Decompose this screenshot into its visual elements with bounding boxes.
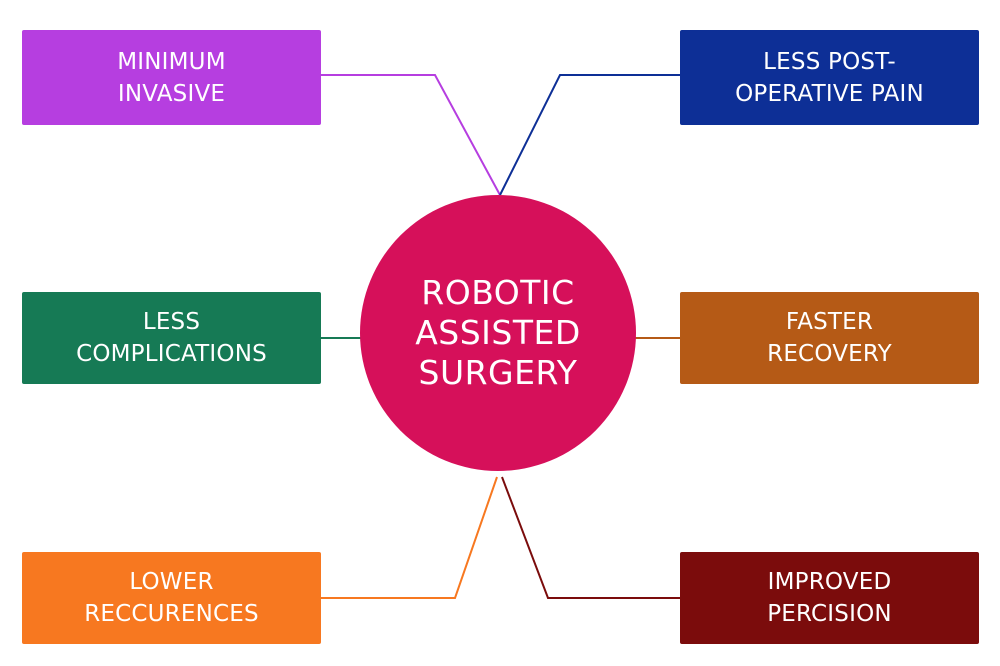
benefit-label: LOWER RECCURENCES [84,569,259,627]
connector-minimum-invasive [321,74,501,196]
benefit-label: LESS COMPLICATIONS [76,309,267,367]
benefit-label: LESS POST- OPERATIVE PAIN [735,48,924,107]
benefit-label: IMPROVED PERCISION [767,569,892,627]
benefit-label: MINIMUM INVASIVE [117,48,226,107]
connector-less-pain [499,74,680,196]
central-topic-label: ROBOTIC ASSISTED SURGERY [415,273,581,392]
connector-lower-recurrences [321,476,498,599]
benefit-label: FASTER RECOVERY [767,309,892,367]
benefit-box-less-post-operative-pain: LESS POST- OPERATIVE PAIN [680,30,979,125]
benefit-box-improved-precision: IMPROVED PERCISION [680,552,979,644]
connector-improved-precision [501,476,680,599]
benefit-box-faster-recovery: FASTER RECOVERY [680,292,979,384]
benefit-box-minimum-invasive: MINIMUM INVASIVE [22,30,321,125]
central-topic-circle: ROBOTIC ASSISTED SURGERY [360,195,636,471]
benefit-box-less-complications: LESS COMPLICATIONS [22,292,321,384]
benefit-box-lower-recurrences: LOWER RECCURENCES [22,552,321,644]
